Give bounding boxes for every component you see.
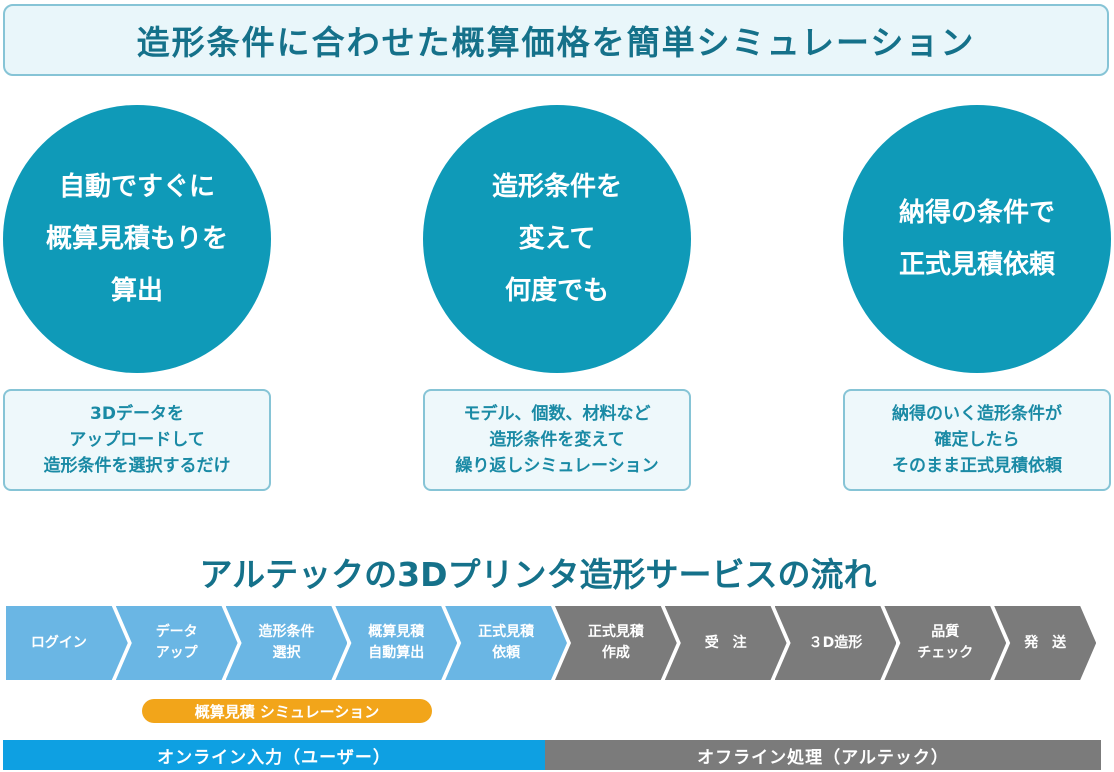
flow-step: 受 注: [664, 606, 787, 680]
circle-line: 納得の条件で: [898, 198, 1055, 228]
feature-circle-auto-estimate: 自動ですぐに 概算見積もりを 算出: [3, 105, 271, 373]
flow-step: ログイン: [6, 606, 128, 680]
desc-line: 確定したら: [934, 430, 1020, 450]
flow-step: ３D造形: [774, 606, 897, 680]
flow-step: 造形条件選択: [225, 606, 348, 680]
flow-step-label: 依頼: [492, 645, 521, 661]
online-input-bar: オンライン入力（ユーザー）: [3, 740, 545, 770]
flow-step: 発 送: [994, 606, 1097, 680]
flow-step: 品質チェック: [884, 606, 1006, 680]
flow-step: 正式見積依頼: [445, 606, 567, 680]
desc-line: 3Dデータを: [90, 404, 184, 424]
circle-line: 自動ですぐに: [58, 172, 215, 202]
feature-desc-repeat-simulation: モデル、個数、材料など 造形条件を変えて 繰り返しシミュレーション: [423, 389, 691, 491]
circle-line: 造形条件を: [491, 172, 622, 202]
flow-step-label: 正式見積: [587, 624, 644, 640]
flow-step-label: 品質: [931, 624, 960, 640]
desc-line: 造形条件を選択するだけ: [43, 456, 231, 476]
desc-line: アップロードして: [69, 430, 205, 450]
flow-step: 概算見積自動算出: [335, 606, 457, 680]
offline-process-bar: オフライン処理（アルテック）: [545, 740, 1101, 770]
circle-line: 何度でも: [504, 276, 609, 306]
page-title: 造形条件に合わせた概算価格を簡単シミュレーション: [136, 23, 976, 62]
circle-line: 概算見積もりを: [45, 224, 228, 254]
flow-step: データアップ: [115, 606, 238, 680]
desc-line: そのまま正式見積依頼: [892, 456, 1062, 476]
circle-line: 正式見積依頼: [898, 250, 1055, 280]
simulation-label: 概算見積 シミュレーション: [142, 699, 432, 723]
flow-step-label: チェック: [917, 645, 974, 661]
flow-step-label: ３D造形: [808, 634, 863, 651]
flow-step-label: 作成: [601, 645, 630, 661]
flow-step-label: 受 注: [704, 634, 747, 651]
flow-step-label: データ: [155, 624, 198, 640]
feature-circle-formal-quote: 納得の条件で 正式見積依頼: [843, 105, 1111, 373]
online-input-label: オンライン入力（ユーザー）: [157, 747, 391, 768]
flow-step-label: ログイン: [30, 634, 87, 651]
flow-step-label: 正式見積: [478, 624, 535, 640]
flow-step-label: 選択: [272, 645, 301, 661]
feature-desc-upload: 3Dデータを アップロードして 造形条件を選択するだけ: [3, 389, 271, 491]
feature-circle-change-conditions: 造形条件を 変えて 何度でも: [423, 105, 691, 373]
desc-line: 造形条件を変えて: [489, 430, 625, 450]
desc-line: モデル、個数、材料など: [463, 404, 651, 424]
flow-title: アルテックの3Dプリンタ造形サービスの流れ: [199, 555, 877, 594]
offline-process-label: オフライン処理（アルテック）: [697, 747, 949, 768]
feature-desc-request-quote: 納得のいく造形条件が 確定したら そのまま正式見積依頼: [843, 389, 1111, 491]
desc-line: 繰り返しシミュレーション: [455, 456, 659, 476]
flow-step-label: 自動算出: [368, 645, 425, 661]
page-title-box: 造形条件に合わせた概算価格を簡単シミュレーション: [3, 4, 1109, 76]
flow-step-label: 概算見積: [368, 624, 425, 640]
flow-step-label: アップ: [155, 645, 198, 661]
desc-line: 納得のいく造形条件が: [892, 404, 1062, 424]
circle-line: 算出: [110, 276, 163, 306]
flow-step-label: 発 送: [1024, 634, 1067, 651]
flow-step-label: 造形条件: [258, 624, 315, 640]
circle-line: 変えて: [518, 224, 596, 254]
flow-step: 正式見積作成: [555, 606, 677, 680]
